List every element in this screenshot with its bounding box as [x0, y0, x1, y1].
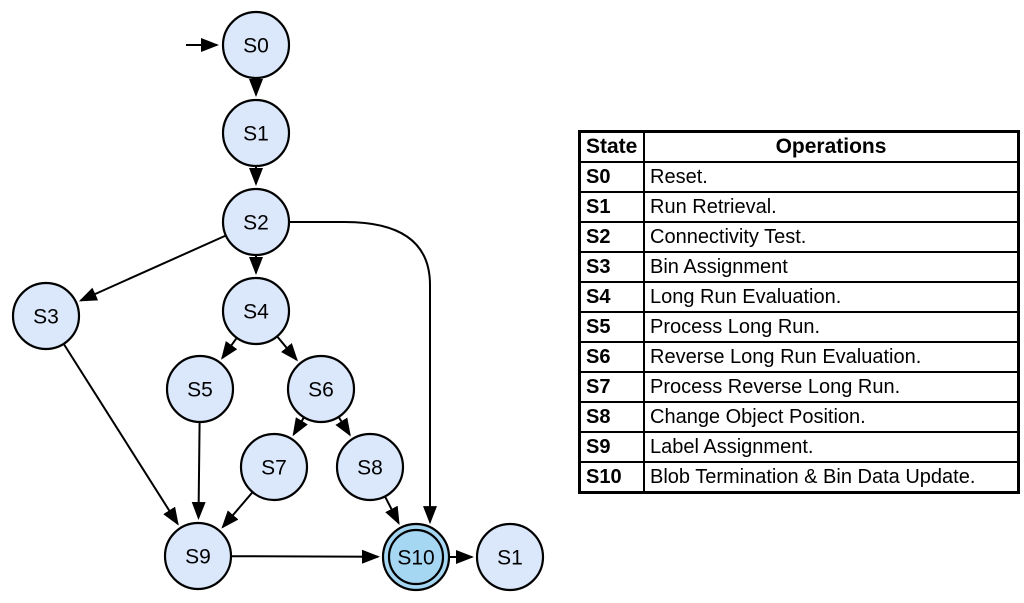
state-label: S9 [185, 546, 211, 569]
operation-cell: Reverse Long Run Evaluation. [643, 341, 1020, 373]
state-cell: S3 [578, 251, 645, 283]
state-node-S2: S2 [221, 187, 291, 257]
operation-cell: Reset. [643, 161, 1020, 193]
edge-S6-S8 [335, 416, 351, 437]
operation-cell: Process Long Run. [643, 311, 1020, 343]
edge-S4-S6 [276, 335, 298, 362]
state-node-S8: S8 [335, 432, 405, 502]
state-cell: S8 [578, 401, 645, 433]
state-cell: S4 [578, 281, 645, 313]
edge-S4-S5 [221, 337, 238, 360]
state-label: S2 [243, 212, 269, 235]
operation-cell: Connectivity Test. [643, 221, 1020, 253]
state-node-S9: S9 [163, 521, 233, 591]
state-node-S4: S4 [221, 276, 291, 346]
state-node-S1b: S1 [475, 522, 545, 592]
edge-S8-S10 [384, 495, 400, 525]
state-node-S3: S3 [11, 281, 81, 351]
state-label: S5 [187, 379, 213, 402]
edge-S6-S7 [292, 416, 308, 437]
state-node-S7: S7 [239, 432, 309, 502]
state-cell: S6 [578, 341, 645, 373]
state-cell: S10 [578, 461, 645, 494]
state-label: S7 [261, 457, 287, 480]
state-label: S8 [357, 457, 383, 480]
state-node-S1: S1 [221, 98, 291, 168]
operation-cell: Run Retrieval. [643, 191, 1020, 223]
table-header-row: State Operations [578, 130, 1020, 163]
operation-cell: Change Object Position. [643, 401, 1020, 433]
state-cell: S9 [578, 431, 645, 463]
edge-S5-S9 [191, 421, 206, 520]
state-label: S0 [243, 35, 269, 58]
edge-S7-S9 [221, 491, 254, 529]
edge-S2-S10 [289, 221, 437, 525]
col-header-operations: Operations [643, 130, 1020, 163]
operation-cell: Blob Termination & Bin Data Update. [643, 461, 1020, 494]
state-cell: S2 [578, 221, 645, 253]
state-node-S0: S0 [221, 10, 291, 80]
operation-cell: Long Run Evaluation. [643, 281, 1020, 313]
state-cell: S5 [578, 311, 645, 343]
state-label: S6 [308, 379, 334, 402]
state-label: S1 [497, 547, 523, 570]
state-node-S10: S10 [381, 522, 451, 592]
edge-S2-S3 [78, 234, 227, 302]
col-header-state: State [578, 130, 645, 163]
edge-S9-S10 [230, 549, 380, 564]
state-label: S4 [243, 301, 269, 324]
operation-cell: Bin Assignment [643, 251, 1020, 283]
state-cell: S7 [578, 371, 645, 403]
state-label: S10 [397, 547, 434, 570]
state-label: S1 [243, 123, 269, 146]
state-label: S3 [33, 306, 59, 329]
state-cell: S1 [578, 191, 645, 223]
state-cell: S0 [578, 161, 645, 193]
state-node-S6: S6 [286, 354, 356, 424]
operation-cell: Label Assignment. [643, 431, 1020, 463]
operation-cell: Process Reverse Long Run. [643, 371, 1020, 403]
edge-S3-S9 [62, 343, 179, 526]
state-node-S5: S5 [165, 354, 235, 424]
